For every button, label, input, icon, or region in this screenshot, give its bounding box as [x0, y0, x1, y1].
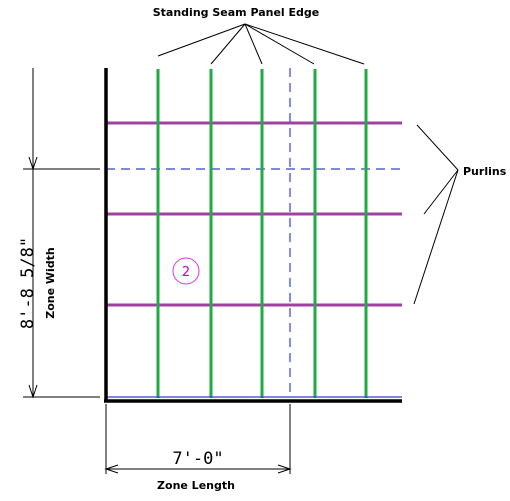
purlins-label: Purlins	[463, 165, 507, 178]
zone-number-circle	[172, 257, 200, 285]
zone-number-label: 2	[182, 265, 190, 280]
width-dimension	[23, 68, 100, 399]
width-dimension-text: 8'-8 5/8"	[18, 237, 38, 329]
purlins-leaders	[413, 124, 459, 305]
length-dimension-text: 7'-0"	[172, 449, 223, 469]
zone-length-label: Zone Length	[157, 479, 235, 492]
purlins	[106, 121, 402, 307]
panel-edge-leaders	[157, 23, 365, 65]
zone-width-label: Zone Width	[44, 247, 57, 319]
length-dimension	[104, 404, 292, 474]
zone-frame	[104, 68, 402, 403]
panel-seams	[156, 69, 368, 398]
panel-edge-label: Standing Seam Panel Edge	[153, 6, 320, 19]
